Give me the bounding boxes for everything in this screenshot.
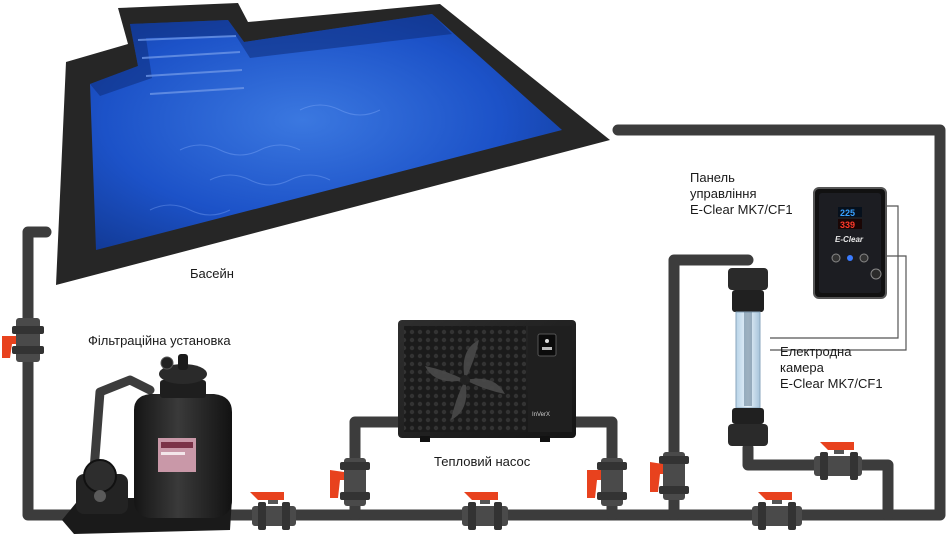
electrode-chamber xyxy=(728,268,768,446)
control-panel-value-top: 225 xyxy=(840,208,855,218)
pool xyxy=(56,3,610,285)
valve-handle xyxy=(250,492,284,500)
valve-pump-outlet xyxy=(250,492,296,530)
filter-pressure-gauge xyxy=(160,356,174,370)
heat-pump-display-led xyxy=(545,339,549,343)
filter-label-stripe xyxy=(161,442,193,448)
control-panel-knob-right xyxy=(859,253,869,263)
electrode-chamber-label-line-3: E-Clear MK7/CF1 xyxy=(780,376,883,391)
control-panel-brand: E-Clear xyxy=(835,235,864,244)
valve-bypass-right xyxy=(752,492,802,530)
valve-left-vertical xyxy=(2,318,44,362)
electrode-chamber-label: Електродна камера E-Clear MK7/CF1 xyxy=(780,344,883,392)
filter-unit xyxy=(62,354,232,534)
control-panel: 225 339 E-Clear xyxy=(813,187,887,299)
heat-pump-label: Тепловий насос xyxy=(434,454,531,469)
heat-pump-brand: InVerX xyxy=(532,412,550,418)
electrode-chamber-label-line-1: Електродна xyxy=(780,344,852,359)
control-panel-value-bottom: 339 xyxy=(840,220,855,230)
pipe-filter-link xyxy=(89,375,155,475)
valve-handle xyxy=(464,492,498,500)
control-panel-knob-left xyxy=(831,253,841,263)
electrode-plate xyxy=(744,312,752,406)
control-panel-display-top xyxy=(838,207,862,217)
heat-pump-fan xyxy=(425,340,505,420)
electrode-bottom-union xyxy=(728,424,768,446)
control-panel-display-bottom xyxy=(838,219,862,229)
heat-pump-foot-left xyxy=(420,436,430,442)
heat-pump-foot-right xyxy=(540,436,550,442)
electrode-top-union xyxy=(728,268,768,290)
valve-handle xyxy=(820,442,854,450)
heat-pump-display xyxy=(537,333,557,357)
control-panel-dial xyxy=(870,268,882,280)
filter-pump-window xyxy=(94,490,106,502)
pool-steps xyxy=(137,35,245,95)
control-panel-label-line-2: управління xyxy=(690,186,757,201)
electrode-cap xyxy=(732,290,764,312)
control-panel-face xyxy=(819,193,881,293)
control-cables xyxy=(770,205,907,351)
valve-heat-pump-inlet xyxy=(330,458,370,506)
control-panel-label-line-3: E-Clear MK7/CF1 xyxy=(690,202,793,217)
pool-caustics xyxy=(149,104,381,216)
valve-heat-pump-outlet xyxy=(587,458,627,506)
control-panel-label: Панель управління E-Clear MK7/CF1 xyxy=(690,170,793,218)
electrode-chamber-label-line-2: камера xyxy=(780,360,824,375)
valve-handle xyxy=(330,470,344,498)
filter-label-line xyxy=(161,452,185,455)
valve-handle xyxy=(650,462,663,492)
heat-pump: InVerX xyxy=(398,320,576,442)
filter-pump-lid xyxy=(83,459,117,493)
control-panel-led-blue xyxy=(847,255,853,261)
valve-handle xyxy=(758,492,792,500)
control-panel-label-line-1: Панель xyxy=(690,170,735,185)
pool-wall-shade xyxy=(90,14,452,96)
valve-handle xyxy=(587,470,601,498)
valve-bypass-center xyxy=(462,492,508,530)
heat-pump-display-bar xyxy=(542,347,552,350)
valve-handle xyxy=(2,336,16,358)
pool-label: Басейн xyxy=(190,266,234,281)
valve-chlorinator-inlet xyxy=(650,452,689,500)
filter-valve-head xyxy=(159,364,207,384)
filter-label: Фільтраційна установка xyxy=(88,333,231,348)
filter-valve-handle xyxy=(178,354,188,370)
electrode-bottom-cap xyxy=(732,408,764,424)
filter-tank-neck xyxy=(160,380,206,398)
valve-chlorinator-outlet xyxy=(814,442,862,480)
